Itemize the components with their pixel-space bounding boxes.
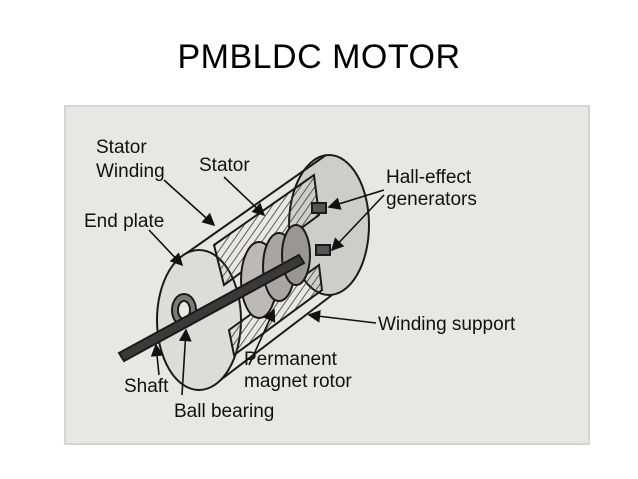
label-stator-winding-line2: Winding — [96, 161, 165, 182]
leader-stator — [223, 176, 266, 217]
stator-cutaway — [212, 173, 321, 287]
label-hall-effect-line2: generators — [386, 189, 477, 210]
winding-ring-3 — [281, 224, 311, 286]
hall-sensor-1 — [311, 202, 327, 214]
motor-body — [117, 154, 370, 391]
label-stator-winding-line1: Stator — [96, 137, 147, 158]
leader-winding-support — [307, 309, 377, 324]
label-end-plate: End plate — [84, 211, 164, 232]
leader-rotor — [248, 308, 276, 366]
leader-stator-winding — [163, 179, 216, 227]
leader-end-plate — [148, 229, 184, 267]
slide-title: PMBLDC MOTOR — [177, 38, 461, 76]
hall-sensor-2 — [315, 244, 331, 256]
label-ball-bearing: Ball bearing — [174, 401, 274, 422]
label-rotor-line1: Permanent — [244, 349, 338, 370]
leader-lines — [148, 176, 385, 396]
shaft-shape — [117, 253, 306, 363]
leader-ball-bearing — [178, 328, 192, 396]
leader-shaft — [150, 343, 164, 376]
label-rotor-line2: magnet rotor — [244, 371, 352, 392]
label-hall-effect-line1: Hall-effect — [386, 167, 472, 188]
label-stator: Stator — [199, 155, 250, 176]
leader-hall-1 — [327, 189, 385, 210]
motor-diagram: Stator Winding Stator End plate Hall-eff… — [64, 105, 590, 445]
label-winding-support: Winding support — [378, 314, 516, 335]
label-shaft: Shaft — [124, 376, 169, 397]
leader-hall-2 — [330, 194, 385, 252]
